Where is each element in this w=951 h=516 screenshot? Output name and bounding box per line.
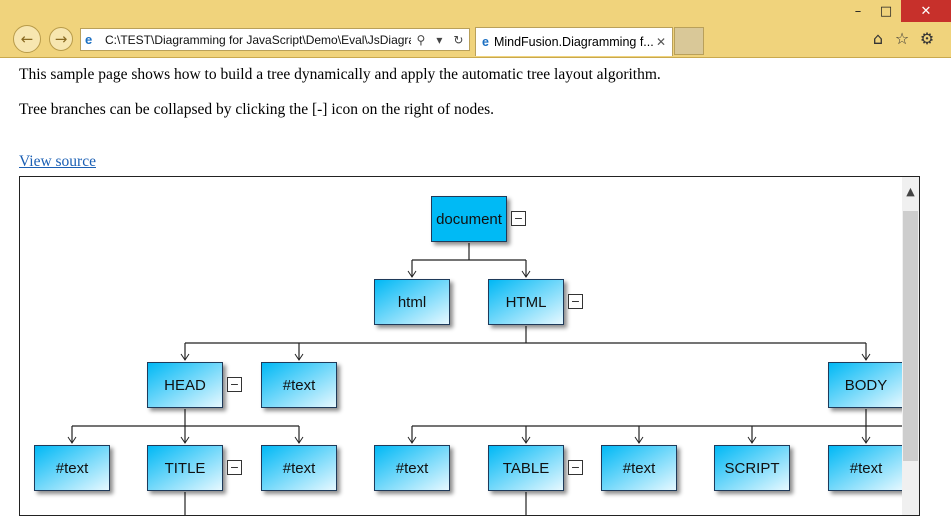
collapse-toggle-table[interactable]: − bbox=[568, 460, 583, 475]
scrollbar-thumb[interactable] bbox=[903, 211, 918, 461]
browser-tab[interactable]: e MindFusion.Diagramming f... ✕ bbox=[475, 27, 673, 56]
node-title[interactable]: TITLE bbox=[147, 445, 223, 491]
collapse-toggle-head[interactable]: − bbox=[227, 377, 242, 392]
address-dropdown-icon[interactable]: ▾ bbox=[436, 32, 443, 47]
settings-icon[interactable]: ⚙ bbox=[919, 29, 935, 48]
node-text-3[interactable]: #text bbox=[261, 445, 337, 491]
back-arrow-icon: ← bbox=[20, 30, 34, 48]
diagram-canvas[interactable]: document − html HTML − HEAD − #text BODY… bbox=[19, 176, 920, 516]
ie-favicon-icon: e bbox=[85, 32, 93, 47]
view-source-link[interactable]: View source bbox=[19, 153, 96, 170]
refresh-icon[interactable]: ↻ bbox=[453, 32, 464, 47]
vertical-scrollbar[interactable]: ▲ bbox=[902, 177, 919, 515]
node-script[interactable]: SCRIPT bbox=[714, 445, 790, 491]
node-text-2[interactable]: #text bbox=[34, 445, 110, 491]
maximize-button[interactable]: □ bbox=[879, 3, 893, 19]
tab-close-icon[interactable]: ✕ bbox=[656, 35, 667, 49]
node-text-6[interactable]: #text bbox=[828, 445, 904, 491]
address-bar[interactable]: e C:\TEST\Diagramming for JavaScript\Dem… bbox=[80, 28, 470, 51]
new-tab-button[interactable] bbox=[674, 27, 704, 55]
address-url[interactable]: C:\TEST\Diagramming for JavaScript\Demo\… bbox=[105, 32, 411, 47]
collapse-toggle-document[interactable]: − bbox=[511, 211, 526, 226]
intro-text: This sample page shows how to build a tr… bbox=[19, 66, 661, 83]
node-document[interactable]: document bbox=[431, 196, 507, 242]
collapse-toggle-html[interactable]: − bbox=[568, 294, 583, 309]
scroll-up-icon[interactable]: ▲ bbox=[906, 185, 915, 198]
collapse-toggle-title[interactable]: − bbox=[227, 460, 242, 475]
node-html-upper[interactable]: HTML bbox=[488, 279, 564, 325]
favorites-icon[interactable]: ☆ bbox=[894, 29, 910, 48]
back-button[interactable]: ← bbox=[13, 25, 41, 53]
node-table[interactable]: TABLE bbox=[488, 445, 564, 491]
tab-title: MindFusion.Diagramming f... bbox=[493, 35, 654, 49]
collapse-note: Tree branches can be collapsed by clicki… bbox=[19, 101, 495, 118]
search-icon[interactable]: ⚲ bbox=[416, 32, 426, 47]
forward-arrow-icon: → bbox=[54, 30, 68, 48]
node-text-5[interactable]: #text bbox=[601, 445, 677, 491]
node-html[interactable]: html bbox=[374, 279, 450, 325]
node-text-4[interactable]: #text bbox=[374, 445, 450, 491]
node-text-1[interactable]: #text bbox=[261, 362, 337, 408]
browser-chrome: – □ ✕ ← → e C:\TEST\Diagramming for Java… bbox=[0, 0, 951, 58]
tab-favicon-icon: e bbox=[482, 35, 489, 49]
minimize-button[interactable]: – bbox=[854, 3, 862, 19]
home-icon[interactable]: ⌂ bbox=[872, 29, 884, 48]
forward-button[interactable]: → bbox=[49, 27, 73, 51]
node-body[interactable]: BODY bbox=[828, 362, 904, 408]
node-head[interactable]: HEAD bbox=[147, 362, 223, 408]
close-window-button[interactable]: ✕ bbox=[901, 0, 951, 22]
